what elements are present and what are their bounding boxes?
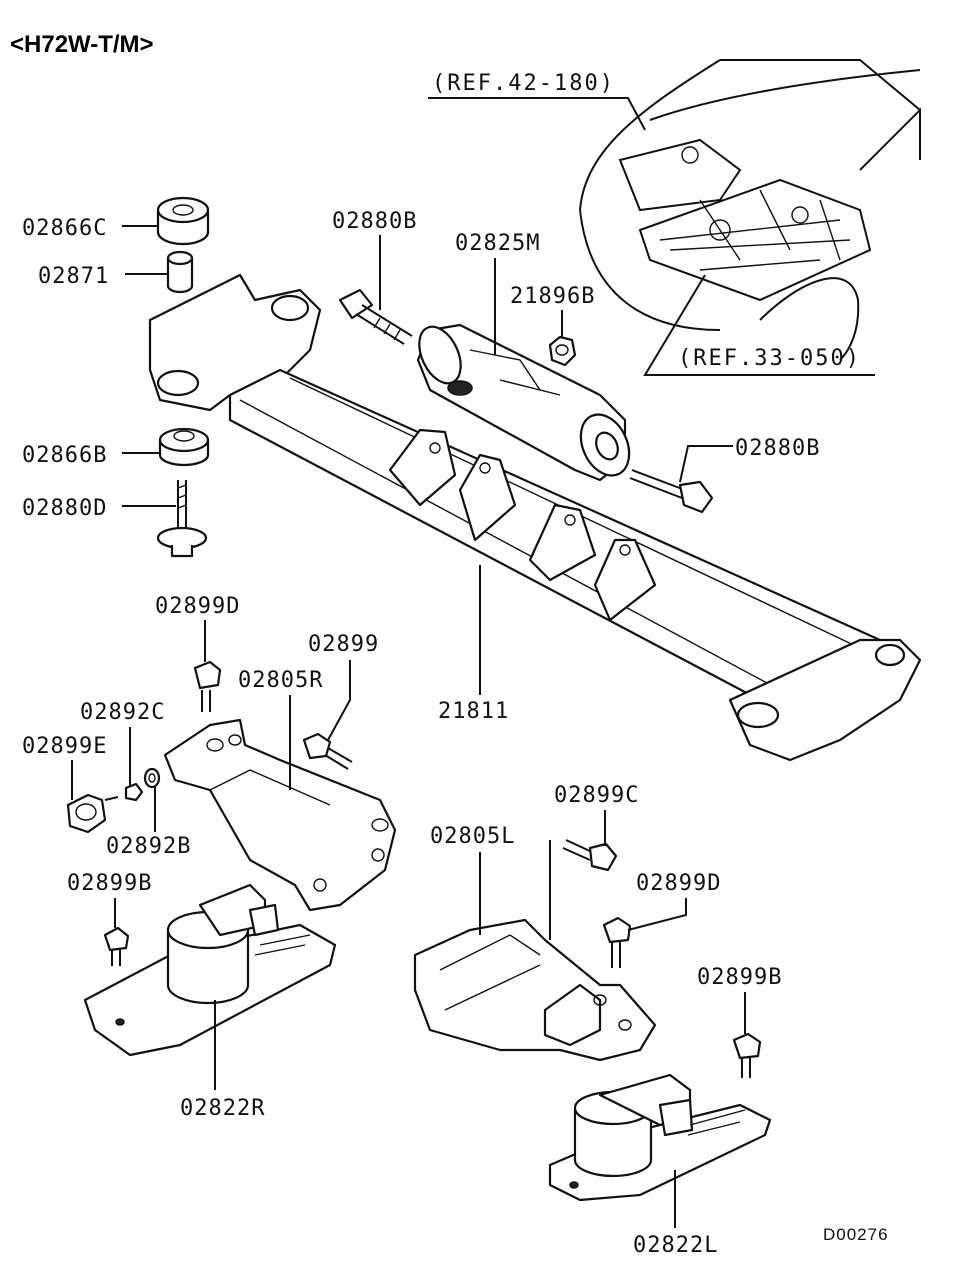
- bolt-02899B-right: [732, 1032, 762, 1078]
- leader-02805L: [479, 840, 551, 940]
- leader-02899D-right: [627, 898, 687, 931]
- label-02899E[interactable]: 02899E: [22, 734, 107, 759]
- bolt-02880B-top: [338, 288, 413, 345]
- label-02899[interactable]: 02899: [308, 632, 379, 657]
- label-02866B[interactable]: 02866B: [22, 443, 107, 468]
- label-02822L[interactable]: 02822L: [633, 1233, 718, 1258]
- reference-33-050[interactable]: (REF.33-050): [678, 346, 861, 371]
- label-02899C[interactable]: 02899C: [554, 783, 639, 808]
- engine-mount-02822L: [548, 1073, 772, 1202]
- label-02825M[interactable]: 02825M: [455, 231, 540, 256]
- bushing-02899E: [66, 793, 119, 834]
- collar-02871: [166, 250, 194, 294]
- bolt-02880D: [156, 480, 208, 558]
- label-02892C[interactable]: 02892C: [80, 700, 165, 725]
- bracket-02805L: [413, 918, 657, 1062]
- insulator-02866C: [156, 196, 210, 246]
- insulator-02866B: [158, 427, 210, 467]
- bolt-02899D-right: [602, 916, 632, 968]
- bolt-02899D-left: [193, 660, 222, 712]
- label-21896B[interactable]: 21896B: [510, 284, 595, 309]
- label-02822R[interactable]: 02822R: [180, 1096, 265, 1121]
- washer-02892B: [143, 767, 161, 789]
- label-02899D-left[interactable]: 02899D: [155, 594, 240, 619]
- label-02880B-top[interactable]: 02880B: [332, 209, 417, 234]
- nut-21896B: [548, 335, 577, 367]
- label-02866C[interactable]: 02866C: [22, 216, 107, 241]
- label-02805R[interactable]: 02805R: [238, 668, 323, 693]
- label-02899D-right[interactable]: 02899D: [636, 871, 721, 896]
- vehicle-reference-sketch: [579, 59, 921, 361]
- reference-42-180[interactable]: (REF.42-180): [432, 71, 615, 96]
- label-02899B-right[interactable]: 02899B: [697, 965, 782, 990]
- bolt-02899B-left: [103, 926, 130, 966]
- bolt-02899C: [562, 839, 618, 872]
- label-02871[interactable]: 02871: [38, 264, 109, 289]
- crossmember-21811: [148, 273, 922, 762]
- leader-02899: [327, 660, 351, 741]
- label-21811[interactable]: 21811: [438, 699, 509, 724]
- bolt-02880B-right: [629, 469, 714, 514]
- engine-mount-02822R: [83, 883, 337, 1057]
- label-02880B-right[interactable]: 02880B: [735, 436, 820, 461]
- ref2-leader: [643, 274, 875, 376]
- bolt-02899: [302, 732, 353, 770]
- diagram-code: D00276: [823, 1225, 889, 1244]
- label-02899B-left[interactable]: 02899B: [67, 871, 152, 896]
- label-02805L[interactable]: 02805L: [430, 824, 515, 849]
- bracket-02805R: [163, 718, 397, 912]
- label-02880D[interactable]: 02880D: [22, 496, 107, 521]
- diagram-title: <H72W-T/M>: [10, 31, 154, 58]
- leader-02880B-right: [679, 445, 733, 483]
- label-02892B[interactable]: 02892B: [106, 834, 191, 859]
- ref1-leader: [428, 97, 646, 131]
- nut-02892C: [124, 782, 144, 802]
- mount-02825M: [416, 323, 631, 482]
